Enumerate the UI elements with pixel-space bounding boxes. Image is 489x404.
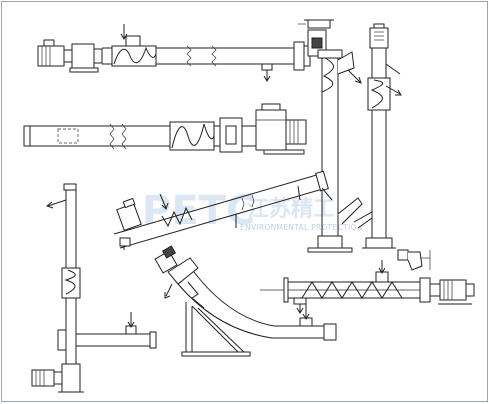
gearbox-icon	[255, 103, 287, 151]
arrow-icon	[385, 85, 401, 95]
screw-conveyor-diagram: PETC 江苏精工 ENVIRONMENTAL PROTECTION	[23, 19, 475, 393]
conveyor-horizontal-middle	[23, 103, 307, 155]
arrow-icon	[159, 193, 167, 209]
conveyor-horizontal-top	[37, 24, 311, 82]
motor-icon	[31, 369, 67, 387]
screw-flight-icon	[321, 55, 334, 93]
conveyor-horizontal-bottom-right	[260, 249, 475, 314]
motor-icon	[439, 279, 475, 301]
support-frame-icon	[181, 302, 251, 357]
conveyor-l-type	[31, 183, 157, 393]
screw-flight-icon	[64, 269, 76, 295]
watermark-brand-en: ENVIRONMENTAL PROTECTION	[240, 223, 363, 232]
screw-flight-icon	[301, 281, 403, 299]
watermark-brand-letters: PETC	[142, 188, 255, 234]
hopper-icon	[167, 257, 199, 285]
motor-icon	[285, 119, 307, 145]
conveyor-vertical-right	[353, 23, 402, 249]
conveyor-vertical-tall	[298, 19, 363, 253]
screw-flight-icon	[187, 281, 205, 309]
hopper-icon	[397, 249, 431, 271]
arrow-icon	[165, 283, 173, 297]
screw-flight-icon	[113, 46, 157, 65]
conveyor-curved-lower	[154, 245, 337, 357]
motor-icon	[37, 39, 73, 67]
gearbox-icon	[69, 43, 103, 73]
watermark-brand-cn: 江苏精工	[247, 196, 335, 222]
arrow-icon	[47, 199, 67, 207]
screw-flight-icon	[171, 122, 215, 149]
screw-flight-icon	[370, 79, 384, 109]
arrow-icon	[347, 69, 361, 83]
watermark-logo: PETC 江苏精工 ENVIRONMENTAL PROTECTION	[142, 188, 363, 234]
screw-flight-icon	[161, 206, 193, 228]
gearbox-icon	[116, 197, 142, 232]
conveyor-inclined-middle	[113, 170, 333, 250]
